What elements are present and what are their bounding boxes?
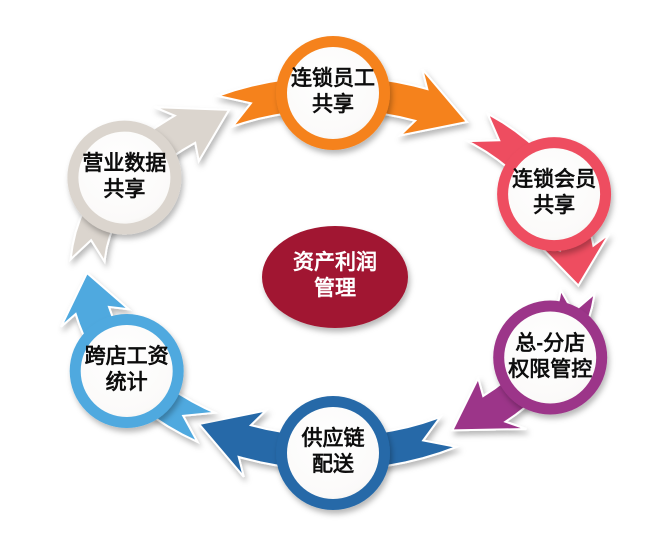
node-face: [80, 325, 173, 417]
node-cross-store-payroll-stats: [69, 314, 184, 428]
node-hq-branch-permission-control: [493, 300, 608, 415]
node-business-data-sharing: [67, 120, 182, 235]
node-face: [508, 148, 601, 241]
node-face: [504, 311, 597, 404]
node-face: [78, 131, 171, 224]
node-face: [287, 47, 379, 139]
node-chain-employee-sharing: [276, 36, 390, 150]
node-chain-member-sharing: [497, 137, 612, 252]
node-supply-chain-distribution: [276, 396, 390, 510]
node-face: [287, 407, 379, 499]
center-hub-ellipse: [262, 226, 408, 328]
